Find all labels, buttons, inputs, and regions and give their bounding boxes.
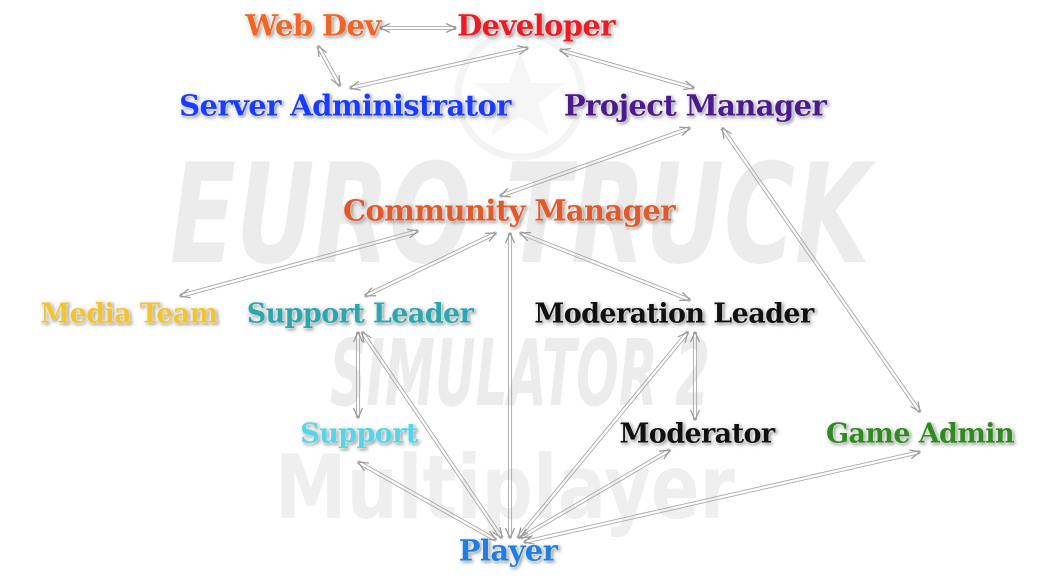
connector-community-manager-to-moderation-leader [519, 231, 690, 302]
node-developer: Developer [457, 8, 615, 43]
connector-web-dev-to-developer [380, 26, 456, 29]
node-community-manager: Community Manager [343, 193, 676, 228]
connector-project-manager-to-game-admin [720, 127, 922, 413]
connector-web-dev-to-server-administrator [316, 45, 342, 87]
connector-community-manager-to-player [508, 233, 511, 538]
connector-game-admin-to-player [524, 450, 921, 543]
node-support-leader: Support Leader [246, 298, 474, 330]
connector-support-to-player [357, 460, 497, 542]
node-project-manager: Project Manager [563, 88, 827, 123]
connector-moderation-leader-to-moderator [693, 332, 696, 420]
node-web-dev: Web Dev [245, 8, 381, 43]
connector-community-manager-to-support-leader [364, 231, 496, 298]
node-game-admin: Game Admin [826, 418, 1015, 450]
node-media-team: Media Team [40, 298, 218, 330]
connector-project-manager-to-community-manager [499, 126, 690, 198]
node-support: Support [300, 418, 418, 450]
node-moderator: Moderator [619, 418, 776, 450]
node-moderation-leader: Moderation Leader [534, 298, 814, 330]
node-server-administrator: Server Administrator [179, 88, 511, 123]
connector-support-leader-to-support [356, 332, 359, 418]
connector-developer-to-server-administrator [350, 46, 529, 89]
connector-developer-to-project-manager [560, 48, 695, 89]
node-player: Player [458, 533, 558, 568]
